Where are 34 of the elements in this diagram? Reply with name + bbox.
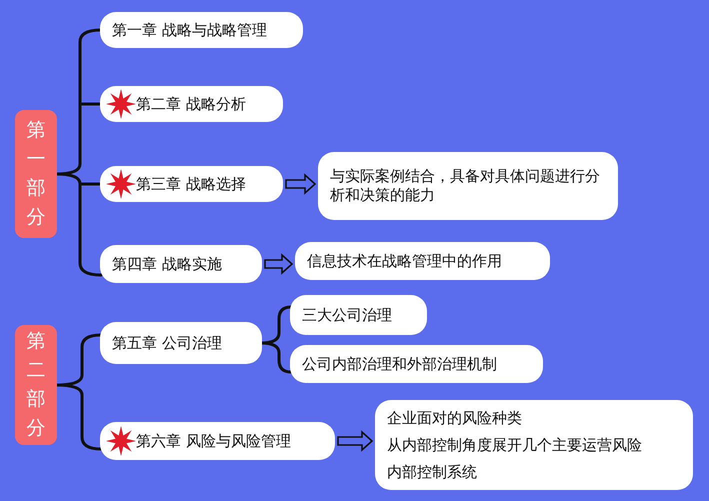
- arrow: [285, 173, 316, 195]
- curly-brace: [54, 334, 102, 450]
- chapter-title: 第四章 战略实施: [112, 254, 222, 274]
- chapter-title: 三大公司治理: [302, 306, 392, 324]
- part-title: 第一部分: [26, 118, 46, 230]
- chapter-title: 公司内部治理和外部治理机制: [302, 354, 497, 374]
- chapter-title: 与实际案例结合，具备对具体问题进行分析和决策的能力: [330, 167, 601, 205]
- chapter-title: 第二章 战略分析: [136, 94, 246, 114]
- chapter-box: [318, 152, 618, 220]
- chapter-title: 信息技术在战略管理中的作用: [307, 252, 502, 270]
- chapter-title: 第六章 风险与风险管理: [136, 432, 291, 450]
- list-item: 从内部控制角度展开几个主要运营风险: [387, 436, 642, 454]
- part-box: [15, 325, 57, 445]
- note-box: [375, 400, 693, 490]
- arrow: [264, 253, 294, 275]
- arrow: [337, 430, 374, 452]
- chapter-title: 第一章 战略与战略管理: [112, 20, 267, 40]
- chapter-title: 第五章 公司治理: [112, 334, 222, 352]
- curly-brace: [260, 306, 292, 374]
- chapter-box: [100, 422, 335, 460]
- chapter-title: 第三章 战略选择: [136, 174, 246, 194]
- list-item: 企业面对的风险种类: [387, 408, 522, 428]
- chapter-box: [290, 295, 427, 335]
- curly-brace: [54, 28, 102, 276]
- chapter-box: [295, 242, 550, 280]
- part-box: [15, 110, 57, 238]
- chapter-box: [100, 322, 262, 364]
- chapter-box: [100, 86, 283, 122]
- chapter-box: [290, 345, 543, 383]
- chapter-box: [100, 12, 303, 48]
- list-item: 内部控制系统: [387, 462, 477, 482]
- part-title: 第二部分: [26, 329, 46, 441]
- chapter-box: [100, 166, 283, 202]
- chapter-box: [100, 245, 262, 283]
